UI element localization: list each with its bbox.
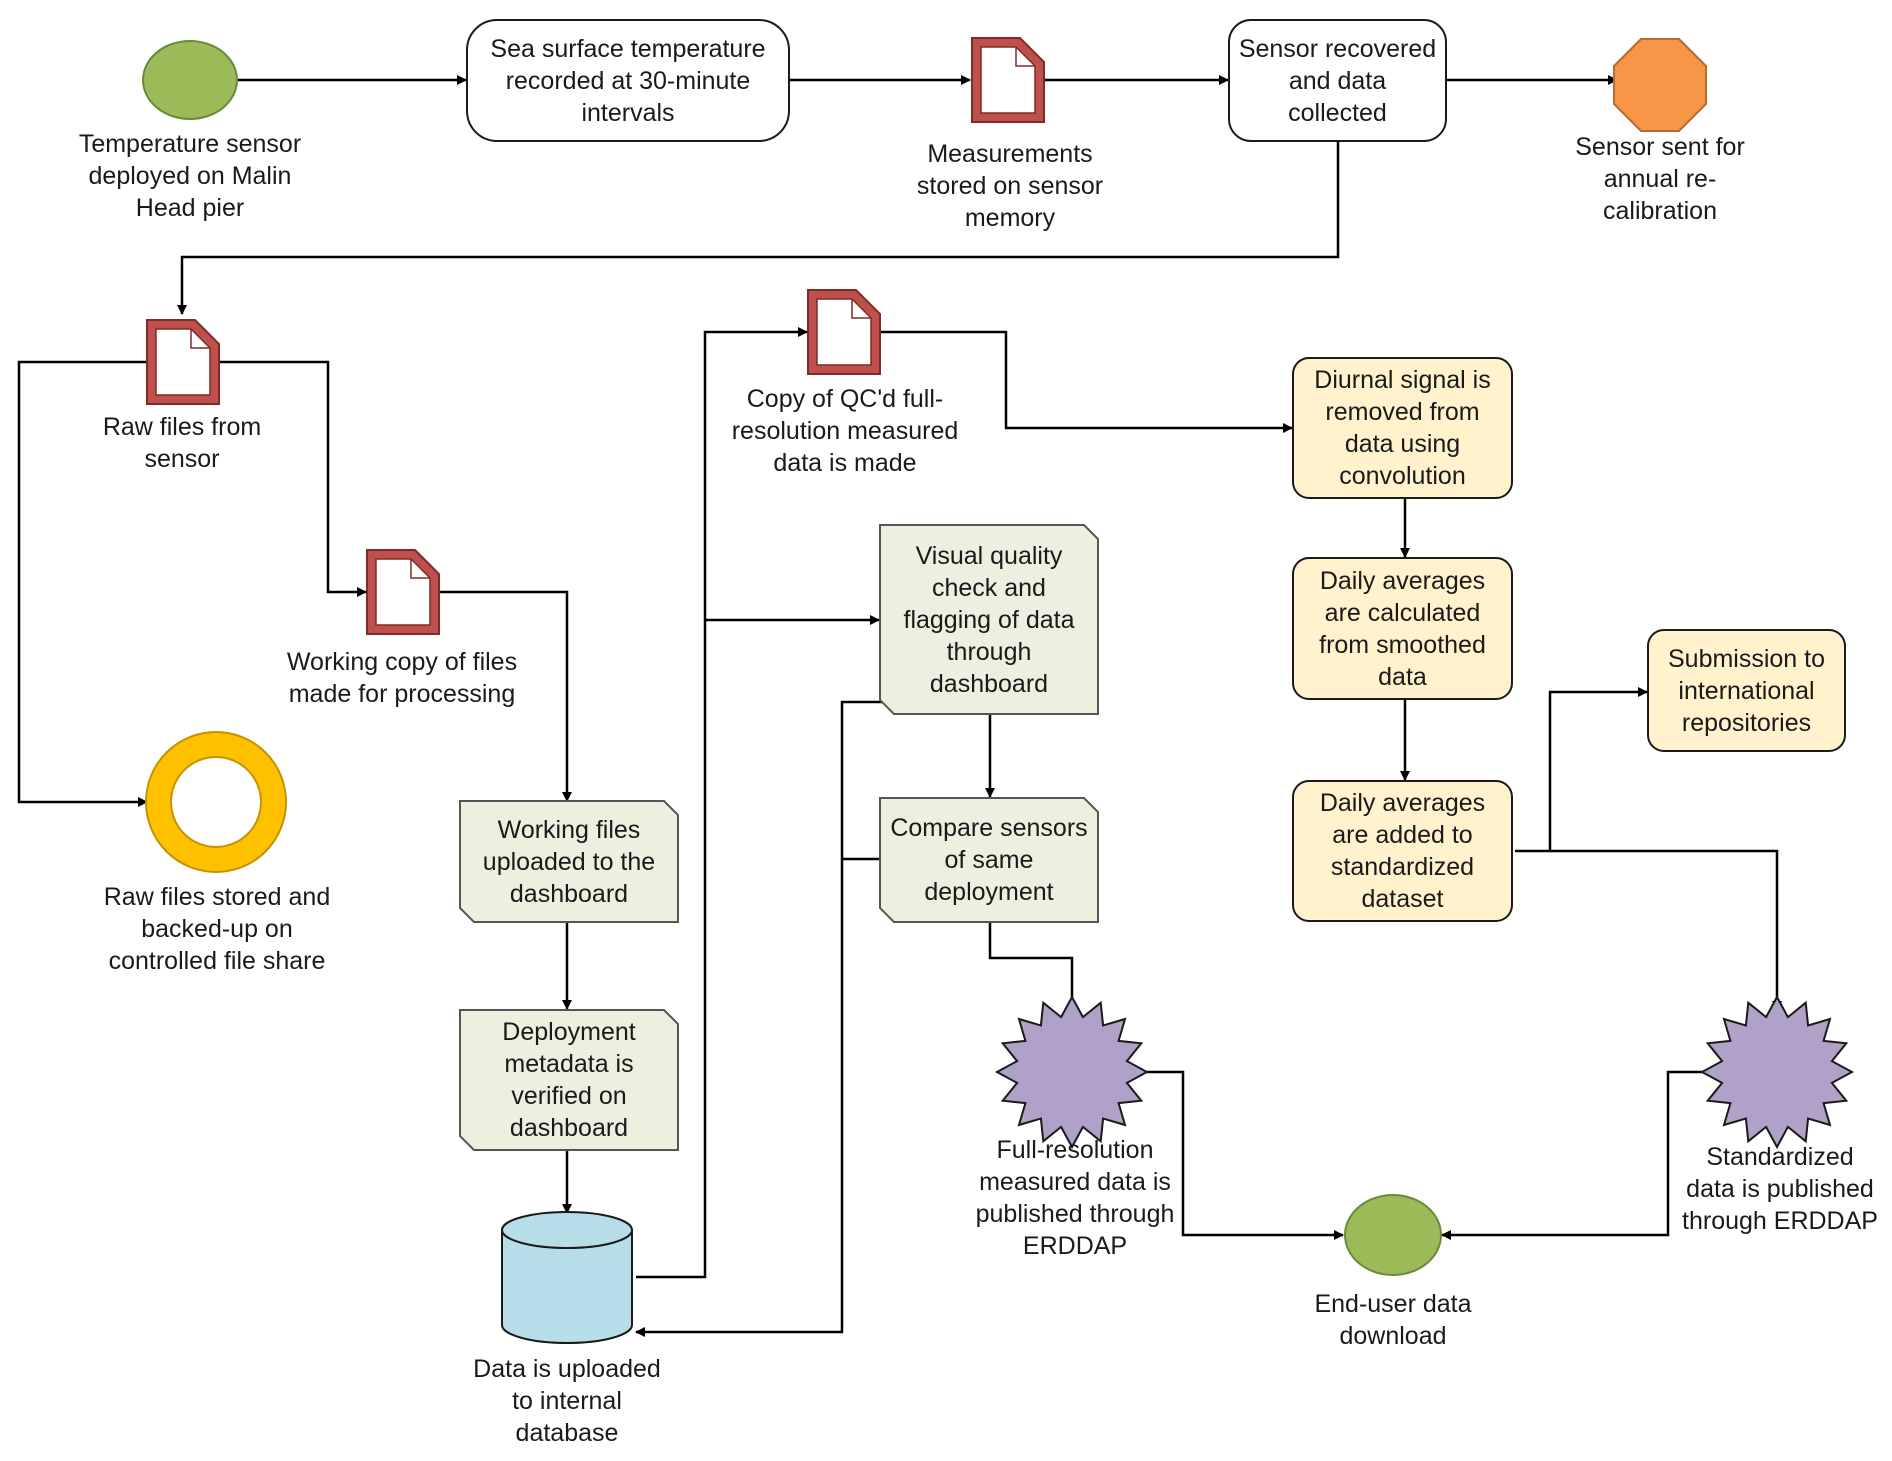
label-daily-averages-added: Daily averages are added to standardized… bbox=[1319, 789, 1486, 913]
process-sensor-recovered bbox=[1228, 19, 1447, 142]
publish-burst-icon bbox=[1699, 994, 1855, 1150]
edge-added-to-submission bbox=[1515, 687, 1648, 853]
label-standardized-published: Standardized data is published through E… bbox=[1682, 1143, 1878, 1235]
edge-database-to-qc-copy bbox=[636, 327, 808, 1279]
label-visual-qc: Visual quality check and flagging of dat… bbox=[903, 541, 1075, 698]
label-submission: Submission to international repositories bbox=[1667, 644, 1826, 737]
edge-standardized-to-download bbox=[1441, 1070, 1706, 1240]
label-sst-recorded: Sea surface temperature recorded at 30-m… bbox=[490, 34, 766, 127]
label-sensor-recovered: Sensor recovered and data collected bbox=[1238, 34, 1437, 127]
edge-raw-files-to-working-copy bbox=[218, 360, 367, 597]
database-cylinder-icon bbox=[501, 1211, 633, 1344]
label-working-files-uploaded: Working files uploaded to the dashboard bbox=[482, 815, 656, 908]
label-compare-sensors: Compare sensors of same deployment bbox=[890, 814, 1088, 906]
process-daily-averages-added bbox=[1292, 780, 1513, 922]
label-diurnal-removed: Diurnal signal is removed from data usin… bbox=[1314, 366, 1491, 490]
label-qc-copy: Copy of QC'd full- resolution measured d… bbox=[731, 385, 959, 477]
edge-visual-qc-to-database bbox=[635, 700, 892, 1337]
publish-burst-icon bbox=[994, 994, 1150, 1150]
process-diurnal-removed bbox=[1292, 357, 1513, 499]
process-daily-averages-calc bbox=[1292, 557, 1513, 700]
storage-ring-icon bbox=[145, 731, 287, 873]
process-visual-qc bbox=[879, 524, 1099, 715]
document-icon bbox=[366, 549, 440, 635]
edge-full-res-to-download bbox=[1147, 1070, 1344, 1240]
label-sensor-recalibration: Sensor sent for annual re- calibration bbox=[1575, 133, 1745, 225]
label-raw-files: Raw files from sensor bbox=[102, 413, 262, 473]
edge-working-copy-to-upload bbox=[438, 590, 572, 802]
document-icon bbox=[807, 289, 881, 375]
label-data-uploaded: Data is uploaded to internal database bbox=[473, 1355, 661, 1447]
end-user-download-icon bbox=[1344, 1194, 1442, 1276]
document-icon bbox=[146, 319, 220, 405]
label-full-res-published: Full-resolution measured data is publish… bbox=[975, 1136, 1175, 1260]
process-working-files-uploaded bbox=[459, 800, 679, 923]
end-event-octagon-icon bbox=[1613, 38, 1707, 132]
label-raw-files-stored: Raw files stored and backed-up on contro… bbox=[103, 883, 331, 975]
label-measurements-stored: Measurements stored on sensor memory bbox=[916, 140, 1104, 232]
document-icon bbox=[971, 37, 1045, 123]
process-compare-sensors bbox=[879, 797, 1099, 923]
edge-added-to-standardized bbox=[1550, 849, 1782, 1011]
process-sst-recorded bbox=[466, 19, 790, 142]
edge-compare-to-full-res bbox=[988, 922, 1077, 1014]
label-end-user-download: End-user data download bbox=[1314, 1290, 1472, 1350]
label-sensor-deployed: Temperature sensor deployed on Malin Hea… bbox=[78, 130, 302, 222]
label-metadata-verified: Deployment metadata is verified on dashb… bbox=[502, 1018, 636, 1142]
process-metadata-verified bbox=[459, 1009, 679, 1151]
label-working-copy: Working copy of files made for processin… bbox=[286, 648, 518, 708]
label-daily-averages-calc: Daily averages are calculated from smoot… bbox=[1319, 566, 1486, 691]
edge-recovered-to-raw-files bbox=[177, 142, 1340, 315]
process-submission bbox=[1647, 629, 1846, 752]
edge-qc-copy-to-diurnal bbox=[880, 330, 1293, 433]
start-event-icon bbox=[142, 40, 238, 120]
edge-raw-files-to-storage bbox=[17, 360, 148, 807]
